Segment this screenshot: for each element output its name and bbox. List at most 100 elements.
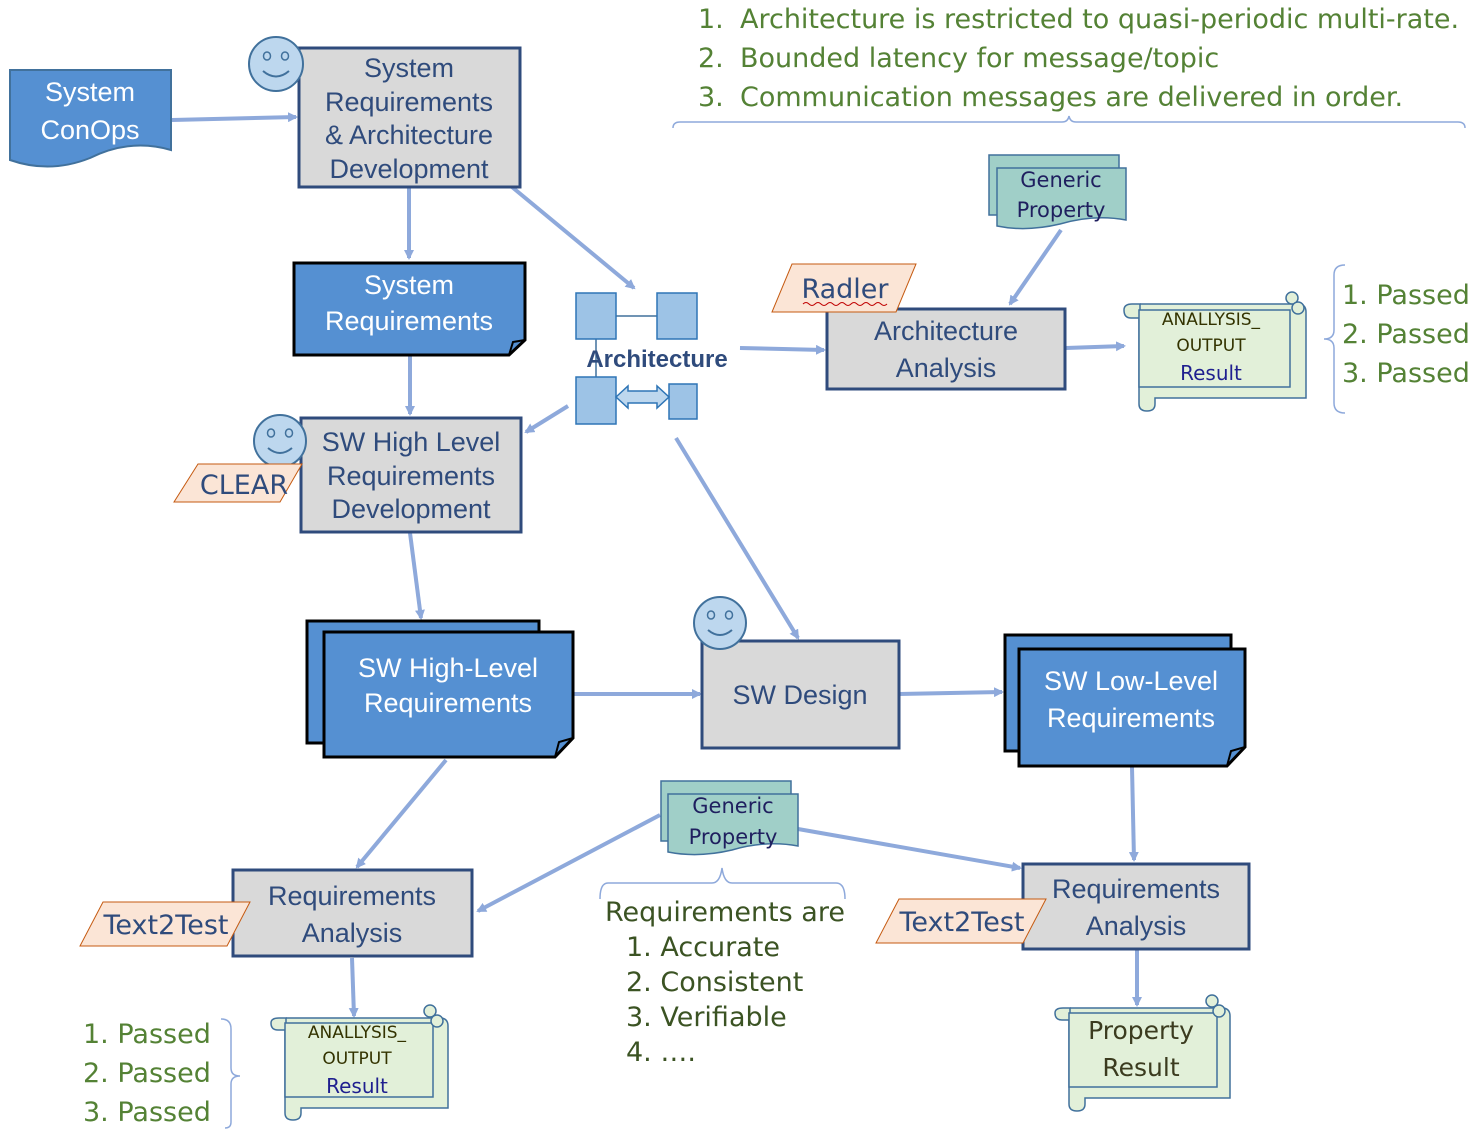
sw-design-box: SW Design	[700, 639, 901, 750]
generic-property-line: Generic	[692, 794, 773, 818]
clear-tool-tag: CLEAR	[173, 463, 303, 503]
req-analysis-right-box: Requirements Analysis	[1021, 862, 1251, 951]
system-requirements-doc: System Requirements	[292, 261, 527, 357]
arrow-swllreq-to-reqanalysis	[1128, 766, 1139, 862]
spellcheck-underline	[802, 302, 888, 306]
doc-line: Requirements	[1047, 703, 1215, 733]
arrow-conops-to-sysreq	[171, 112, 298, 123]
arrow-architecture-to-analysis	[739, 344, 826, 355]
arrow-reqanalysis-to-output-left	[348, 957, 359, 1018]
doc-line: Requirements	[325, 306, 493, 336]
smiley-icon	[253, 414, 307, 468]
sw-hl-req-dev-box: SW High Level Requirements Development	[299, 416, 523, 534]
tool-label: CLEAR	[200, 470, 288, 501]
generic-property-top: Generic Property	[988, 154, 1127, 230]
output-line: OUTPUT	[322, 1049, 392, 1069]
passed-item: 3. Passed	[1342, 358, 1470, 389]
tool-label: Radler	[801, 274, 889, 305]
requirements-heading: Requirements are	[605, 897, 845, 928]
doc-line: SW High-Level	[358, 653, 538, 683]
property-result-scroll: Property Result	[1054, 994, 1231, 1112]
box-line: Requirements	[1052, 874, 1220, 904]
constraint-number: 2.	[698, 43, 724, 74]
architecture-node: Architecture	[575, 292, 728, 425]
sw-hl-requirements-doc: SW High-Level Requirements	[305, 619, 575, 759]
radler-tool-tag: Radler	[771, 263, 917, 313]
constraint-number: 3.	[698, 82, 724, 113]
sw-ll-requirements-doc: SW Low-Level Requirements	[1003, 633, 1247, 768]
arch-component-square	[656, 292, 698, 340]
arch-component-square	[575, 376, 617, 425]
smiley-icon	[248, 36, 304, 92]
requirement-item: 1. Accurate	[626, 932, 780, 963]
text2test-tool-tag-right: Text2Test	[875, 898, 1047, 944]
passed-item: 1. Passed	[1342, 280, 1470, 311]
passed-item: 1. Passed	[83, 1019, 211, 1050]
generic-property-line: Property	[689, 825, 778, 849]
bottom-left-passed-brace	[220, 1018, 241, 1129]
top-brace	[672, 115, 1466, 129]
box-line: Analysis	[896, 353, 997, 383]
constraint-item: Architecture is restricted to quasi-peri…	[740, 4, 1459, 35]
requirements-brace	[599, 867, 846, 900]
text2test-tool-tag-left: Text2Test	[79, 901, 251, 947]
analysis-output-scroll-left: ANALLYSIS_ OUTPUT Result	[270, 1004, 449, 1121]
arrow-swdesign-to-swllreq	[898, 687, 1004, 698]
property-result-line: Result	[1102, 1053, 1179, 1082]
right-passed-list: 1. Passed 2. Passed 3. Passed	[1342, 280, 1470, 389]
doc-line: SW Low-Level	[1044, 666, 1218, 696]
top-constraints-list: 1. Architecture is restricted to quasi-p…	[698, 4, 1459, 113]
box-line: System	[364, 53, 454, 83]
property-result-line: Property	[1088, 1016, 1194, 1045]
box-line: Development	[331, 494, 491, 524]
requirement-item: 4. ….	[626, 1037, 696, 1068]
architecture-label: Architecture	[586, 346, 727, 373]
constraint-item: Communication messages are delivered in …	[740, 82, 1403, 113]
analysis-output-scroll-right: ANALLYSIS_ OUTPUT Result	[1123, 291, 1307, 412]
box-line: Requirements	[325, 87, 493, 117]
box-line: & Architecture	[325, 120, 493, 150]
box-line: SW Design	[732, 680, 867, 710]
doc-line: Requirements	[364, 688, 532, 718]
arch-component-square	[575, 292, 617, 340]
requirement-item: 3. Verifiable	[626, 1002, 787, 1033]
connector-arrows	[171, 112, 1142, 1018]
output-line: ANALLYSIS_	[308, 1023, 407, 1043]
arrow-swhldev-to-swhlreq	[408, 532, 425, 620]
req-analysis-left-box: Requirements Analysis	[231, 868, 474, 958]
box-line: Development	[329, 154, 489, 184]
requirements-are-list: Requirements are 1. Accurate 2. Consiste…	[605, 897, 845, 1068]
system-conops-doc: System ConOps	[9, 69, 172, 168]
smiley-icon	[693, 596, 747, 650]
box-line: Requirements	[268, 881, 436, 911]
arrow-swhlreq-to-reqanalysis	[355, 758, 448, 869]
double-arrow-icon	[614, 384, 671, 410]
box-line: Analysis	[302, 918, 403, 948]
constraint-item: Bounded latency for message/topic	[740, 43, 1219, 74]
passed-item: 2. Passed	[83, 1058, 211, 1089]
box-line: Requirements	[327, 461, 495, 491]
output-result: Result	[326, 1074, 388, 1098]
arrow-archanalysis-to-output	[1065, 341, 1126, 352]
output-line: OUTPUT	[1176, 336, 1246, 356]
right-passed-brace	[1323, 264, 1346, 414]
tool-label: Text2Test	[899, 907, 1025, 938]
arch-component-square	[668, 383, 698, 420]
arrow-architecture-to-swhldev	[524, 404, 570, 434]
passed-item: 3. Passed	[83, 1097, 211, 1128]
arrow-sysdev-to-architecture	[510, 185, 636, 290]
bottom-left-passed-list: 1. Passed 2. Passed 3. Passed	[83, 1019, 211, 1128]
arrow-generic-to-reqanalysis-right	[797, 827, 1022, 872]
conops-line: ConOps	[40, 115, 139, 145]
box-line: Analysis	[1086, 911, 1187, 941]
conops-line: System	[45, 77, 135, 107]
output-line: ANALLYSIS_	[1162, 310, 1261, 330]
tool-label: Text2Test	[103, 910, 229, 941]
arrow-generic-to-reqanalysis-left	[476, 813, 661, 913]
generic-property-line: Property	[1017, 198, 1106, 222]
constraint-number: 1.	[698, 4, 724, 35]
arrow-architecture-to-swdesign	[674, 436, 800, 640]
generic-property-line: Generic	[1020, 168, 1101, 192]
architecture-analysis-box: Architecture Analysis	[825, 307, 1067, 391]
